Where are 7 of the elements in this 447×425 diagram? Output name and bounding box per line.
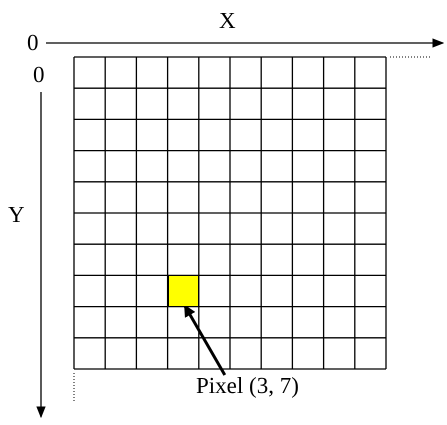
axis-origin-label: 0 bbox=[27, 30, 38, 56]
pixel-label: Pixel (3, 7) bbox=[196, 373, 299, 399]
axis-origin-label: 0 bbox=[33, 62, 44, 88]
axis-label: X bbox=[219, 8, 236, 34]
axis-label: Y bbox=[8, 202, 25, 228]
highlighted-pixel bbox=[168, 275, 199, 307]
leader-arrow bbox=[183, 304, 226, 376]
